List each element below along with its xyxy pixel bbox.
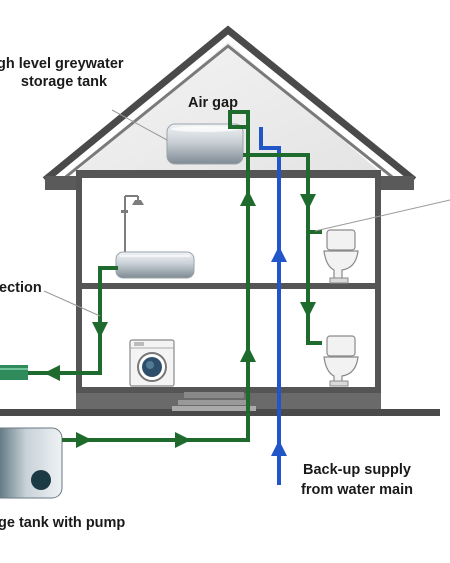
green-arrow-riser-upper [240,190,256,206]
greywater-pipes [28,110,322,442]
upper-floor [80,283,378,289]
air-gap-label: Air gap [188,95,238,111]
toilet-upper-icon [323,229,359,284]
shower-icon [121,195,144,256]
green-arrow-toilet-1 [300,194,316,210]
right-wall [375,172,381,390]
left-eave [45,176,78,190]
house [0,25,440,416]
left-wall [76,172,82,390]
roof-inner [61,44,397,182]
leader-connection [43,290,101,317]
green-arrow-toilet-2 [300,302,316,318]
underground-tank-icon [0,427,63,499]
green-arrow-drain [92,322,108,338]
blue-arrow-lower [271,440,287,456]
storage-tank-icon [166,123,244,165]
leader-toilet [314,199,450,232]
attic-floor [76,170,381,178]
bathtub-icon [115,251,195,279]
green-arrow-outlet [44,365,60,381]
toilet-lower-icon [323,335,359,387]
leader-storage-tank [111,109,168,141]
washing-machine-icon [129,339,175,387]
blue-arrow-upper [271,246,287,262]
outlet-pipe-icon [0,365,28,380]
step-3 [172,406,256,411]
right-eave [378,176,414,190]
backup-supply-label-line2: from water main [301,482,413,498]
pump-tank-label: ge tank with pump [0,515,125,531]
backup-supply-label-line1: Back-up supply [303,462,411,478]
mains-pipe [259,127,281,485]
storage-tank-label-line2: storage tank [21,74,108,90]
green-arrow-pump-1 [76,432,92,448]
green-arrow-riser-lower [240,346,256,362]
step-1 [184,392,244,398]
ground-floor [76,387,381,393]
roof-outer [42,25,417,183]
step-2 [178,400,250,405]
storage-tank-label-line1: gh level greywater [0,56,124,72]
connection-label: ection [0,280,42,296]
green-arrow-pump-2 [175,432,191,448]
attic-space [78,42,378,170]
ground-line [0,409,440,416]
pump-icon [31,470,51,490]
